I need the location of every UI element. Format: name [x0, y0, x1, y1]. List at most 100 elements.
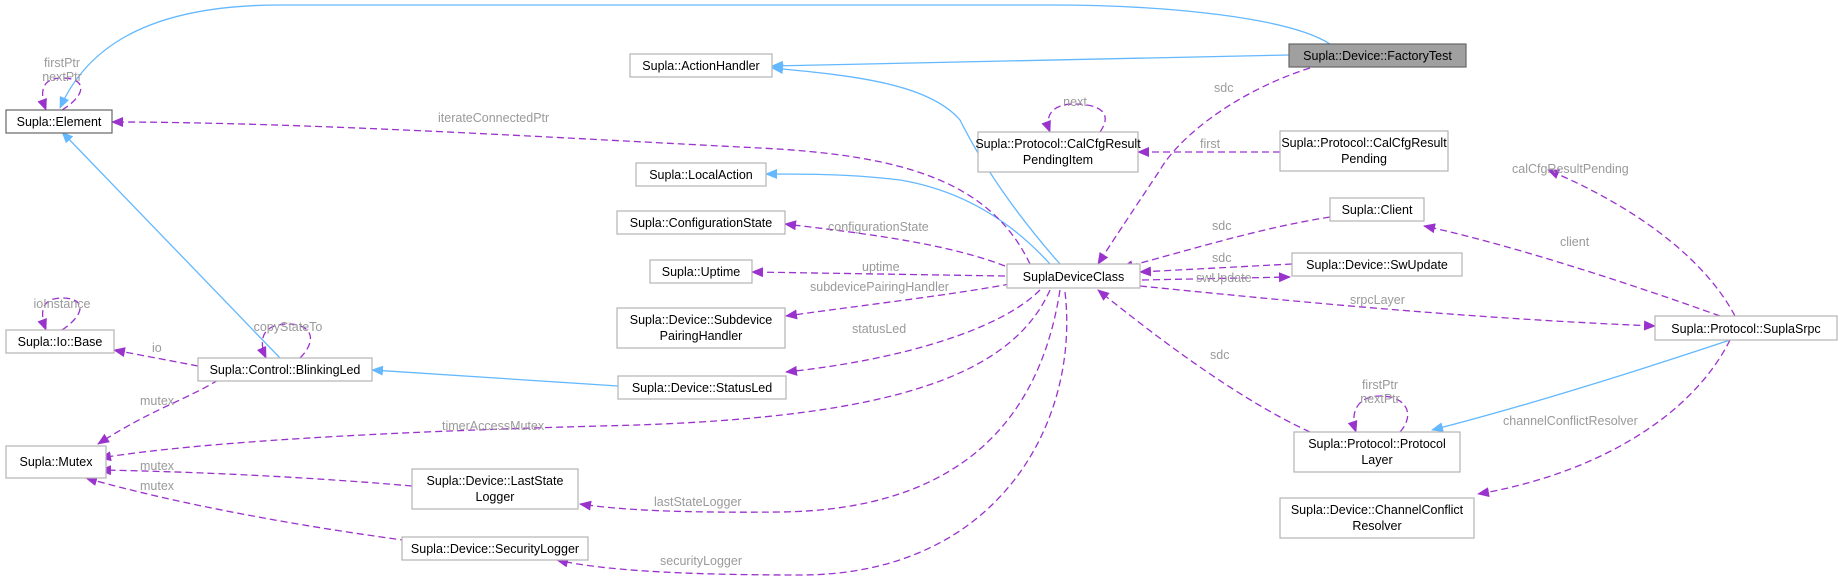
svg-text:Supla::Client: Supla::Client — [1342, 203, 1413, 217]
svg-text:Supla::Device::Subdevice: Supla::Device::Subdevice — [630, 313, 772, 327]
node-mutex[interactable]: Supla::Mutex — [5, 445, 107, 479]
svg-text:Supla::Control::BlinkingLed: Supla::Control::BlinkingLed — [210, 363, 361, 377]
node-factorytest[interactable]: Supla::Device::FactoryTest — [1288, 43, 1467, 68]
svg-text:Supla::ActionHandler: Supla::ActionHandler — [642, 59, 759, 73]
svg-text:Supla::Protocol::SuplaSrpc: Supla::Protocol::SuplaSrpc — [1671, 322, 1820, 336]
node-element[interactable]: Supla::Element — [5, 109, 113, 134]
edge-supladeviceclass-to-securitylogger — [556, 291, 1068, 576]
svg-text:Resolver: Resolver — [1352, 519, 1401, 533]
node-blinkingled[interactable]: Supla::Control::BlinkingLed — [197, 357, 373, 382]
label-ioinstance: ioInstance — [34, 297, 91, 311]
node-calcfgresultpending[interactable]: Supla::Protocol::CalCfgResult Pending — [1279, 130, 1449, 172]
svg-text:Supla::Protocol::CalCfgResult: Supla::Protocol::CalCfgResult — [975, 137, 1141, 151]
svg-text:Supla::Device::FactoryTest: Supla::Device::FactoryTest — [1303, 49, 1452, 63]
svg-text:Supla::Mutex: Supla::Mutex — [20, 455, 94, 469]
edge-supladeviceclass-to-actionhandler — [771, 64, 1061, 265]
svg-text:Supla::Protocol::CalCfgResult: Supla::Protocol::CalCfgResult — [1281, 136, 1447, 150]
edge-suplasrpc-to-channelconflictresolver — [1477, 339, 1731, 498]
edges — [37, 4, 1736, 576]
edge-element-self — [37, 77, 82, 111]
node-laststatelogger[interactable]: Supla::Device::LastState Logger — [411, 468, 579, 510]
svg-text:Supla::Device::SwUpdate: Supla::Device::SwUpdate — [1306, 258, 1448, 272]
label-mutex-laststatelogger: mutex — [140, 459, 175, 473]
edge-supladeviceclass-to-configurationstate — [784, 220, 1006, 267]
svg-text:Supla::LocalAction: Supla::LocalAction — [649, 168, 753, 182]
node-securitylogger[interactable]: Supla::Device::SecurityLogger — [401, 536, 589, 561]
edge-labels: firstPtr nextPtr iterateConnectedPtr nex… — [34, 56, 1638, 568]
edge-statusled-to-blinkingled — [371, 365, 619, 387]
edge-supladeviceclass-to-statusled — [785, 289, 1041, 376]
node-subdevicepairinghandler[interactable]: Supla::Device::Subdevice PairingHandler — [616, 307, 786, 349]
svg-text:Supla::Uptime: Supla::Uptime — [662, 265, 741, 279]
edge-factorytest-to-supladeviceclass — [1097, 67, 1311, 265]
label-mutex-securitylogger: mutex — [140, 479, 175, 493]
svg-text:Supla::Device::LastState: Supla::Device::LastState — [427, 474, 564, 488]
label-sdc-factorytest: sdc — [1214, 81, 1233, 95]
edge-supladeviceclass-to-subdevicepairinghandler — [785, 283, 1011, 320]
svg-text:Pending: Pending — [1341, 152, 1387, 166]
label-sdc-protocollayer: sdc — [1210, 348, 1229, 362]
node-configurationstate[interactable]: Supla::ConfigurationState — [616, 210, 786, 235]
svg-text:Layer: Layer — [1361, 453, 1392, 467]
label-statusled: statusLed — [852, 322, 906, 336]
label-client: client — [1560, 235, 1590, 249]
label-next: next — [1063, 95, 1087, 109]
edge-io-self — [37, 297, 81, 331]
nodes: Supla::Device::FactoryTest Supla::Elemen… — [5, 43, 1838, 561]
svg-text:SuplaDeviceClass: SuplaDeviceClass — [1023, 270, 1124, 284]
node-iobase[interactable]: Supla::Io::Base — [5, 329, 115, 354]
edge-supladeviceclass-to-swupdate — [1141, 272, 1291, 283]
node-calcfgresultpendingitem[interactable]: Supla::Protocol::CalCfgResult PendingIte… — [975, 131, 1141, 173]
edge-protocollayer-self — [1347, 395, 1409, 433]
edge-factorytest-to-element — [59, 4, 1331, 109]
edge-swupdate-to-supladeviceclass — [1139, 263, 1293, 277]
label-securitylogger: securityLogger — [660, 554, 742, 568]
node-statusled[interactable]: Supla::Device::StatusLed — [617, 375, 787, 400]
svg-text:Supla::Protocol::Protocol: Supla::Protocol::Protocol — [1308, 437, 1446, 451]
edge-client-to-supladeviceclass — [1121, 216, 1331, 271]
edge-suplasrpc-to-protocollayer — [1431, 339, 1731, 433]
edge-suplasrpc-to-pending — [1547, 169, 1736, 317]
svg-text:Supla::ConfigurationState: Supla::ConfigurationState — [630, 216, 773, 230]
node-uptime[interactable]: Supla::Uptime — [649, 259, 753, 284]
edge-supladeviceclass-to-mutex — [99, 289, 1051, 462]
node-channelconflictresolver[interactable]: Supla::Device::ChannelConflict Resolver — [1279, 497, 1475, 539]
node-supladeviceclass[interactable]: SuplaDeviceClass — [1006, 263, 1141, 289]
label-iterateconnectedptr: iterateConnectedPtr — [438, 111, 549, 125]
edge-supladeviceclass-to-element — [111, 117, 1031, 265]
svg-text:PendingItem: PendingItem — [1023, 153, 1093, 167]
label-first: first — [1200, 137, 1221, 151]
label-nextptr-element: nextPtr — [42, 70, 82, 84]
label-configurationstate: configurationState — [828, 220, 929, 234]
label-channelconflictresolver: channelConflictResolver — [1503, 414, 1638, 428]
edge-suplasrpc-to-client — [1423, 223, 1721, 317]
label-subdevicepairinghandler: subdevicePairingHandler — [810, 280, 949, 294]
edge-laststatelogger-to-mutex — [99, 465, 413, 487]
label-io: io — [152, 341, 162, 355]
label-firstptr-element: firstPtr — [44, 56, 80, 70]
svg-text:Supla::Io::Base: Supla::Io::Base — [18, 335, 103, 349]
label-firstptr-protocollayer: firstPtr — [1362, 378, 1398, 392]
node-client[interactable]: Supla::Client — [1329, 197, 1425, 222]
node-localaction[interactable]: Supla::LocalAction — [635, 162, 767, 187]
svg-text:Supla::Device::ChannelConflict: Supla::Device::ChannelConflict — [1291, 503, 1464, 517]
node-suplasrpc[interactable]: Supla::Protocol::SuplaSrpc — [1654, 315, 1838, 341]
edge-factorytest-to-actionhandler — [771, 54, 1290, 71]
label-copystateto: copyStateTo — [254, 320, 323, 334]
node-actionhandler[interactable]: Supla::ActionHandler — [629, 53, 773, 78]
edge-blinkingled-to-mutex — [97, 379, 219, 445]
label-srpclayer: srpcLayer — [1350, 293, 1405, 307]
label-sdc-swupdate: sdc — [1212, 251, 1231, 265]
node-swupdate[interactable]: Supla::Device::SwUpdate — [1291, 252, 1463, 277]
svg-text:PairingHandler: PairingHandler — [660, 329, 743, 343]
edge-supladeviceclass-to-localaction — [765, 169, 1051, 265]
edge-blinkingled-to-iobase — [113, 347, 199, 367]
edge-supladeviceclass-to-suplasrpc — [1139, 285, 1656, 331]
edge-pendingitem-self — [1041, 103, 1106, 133]
label-timeraccessmutex: timerAccessMutex — [442, 419, 545, 433]
edge-blinkingled-to-element — [61, 131, 281, 359]
node-protocollayer[interactable]: Supla::Protocol::Protocol Layer — [1293, 431, 1461, 473]
edge-supladeviceclass-to-uptime — [751, 267, 1006, 278]
svg-text:Logger: Logger — [476, 490, 515, 504]
